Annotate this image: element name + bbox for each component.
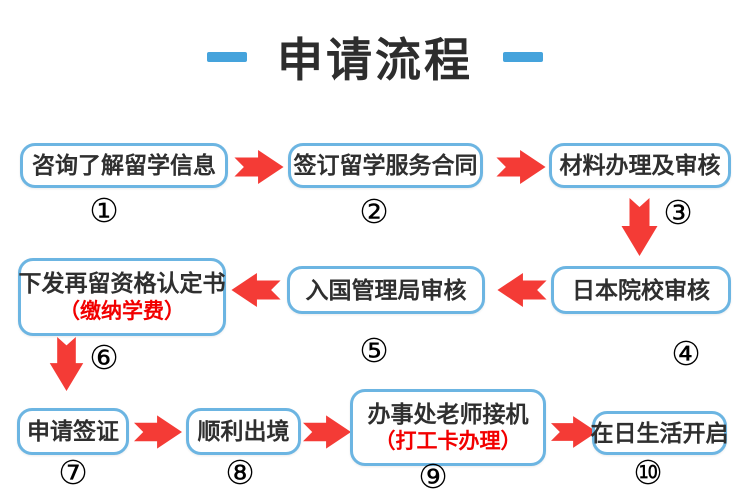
- step-box-10: 在日生活开启: [590, 411, 729, 455]
- arrow-right-icon: [234, 150, 284, 184]
- arrow-right-icon: [134, 415, 182, 449]
- title-right-dash: [503, 52, 543, 62]
- step-label-8: 顺利出境: [197, 418, 290, 445]
- step-label-1: 咨询了解留学信息: [32, 152, 216, 179]
- step-label-7: 申请签证: [27, 418, 119, 445]
- arrow-left-icon: [497, 273, 547, 307]
- step-label-5: 入国管理局审核: [305, 276, 467, 303]
- step-box-1: 咨询了解留学信息: [20, 143, 228, 188]
- step-box-8: 顺利出境: [186, 408, 301, 455]
- step-box-9: 办事处老师接机 （打工卡办理）: [350, 389, 546, 466]
- step-sublabel-6: （缴纳学费）: [59, 299, 185, 323]
- page-title: 申请流程: [0, 24, 750, 90]
- step-number-7: ⑦: [58, 453, 88, 492]
- arrow-left-icon: [231, 273, 281, 307]
- arrow-down-icon: [49, 337, 84, 391]
- step-number-4: ④: [671, 334, 701, 373]
- step-number-2: ②: [359, 192, 389, 231]
- step-number-3: ③: [663, 193, 693, 232]
- step-box-3: 材料办理及审核: [549, 143, 731, 188]
- step-number-1: ①: [89, 191, 119, 230]
- step-label-9: 办事处老师接机: [367, 400, 529, 427]
- step-number-9: ⑨: [418, 457, 448, 496]
- step-number-10: ⑩: [633, 453, 663, 492]
- arrow-down-icon: [621, 198, 658, 256]
- arrow-right-icon: [303, 415, 351, 449]
- step-box-5: 入国管理局审核: [287, 266, 485, 314]
- step-label-10: 在日生活开启: [590, 419, 729, 446]
- step-label-4: 日本院校审核: [572, 276, 710, 303]
- step-box-6: 下发再留资格认定书 （缴纳学费）: [18, 258, 226, 336]
- step-box-7: 申请签证: [17, 408, 129, 455]
- step-label-2: 签订留学服务合同: [293, 152, 478, 179]
- arrow-right-icon: [496, 150, 546, 184]
- arrow-right-icon: [551, 416, 597, 448]
- step-sublabel-9: （打工卡办理）: [374, 430, 522, 454]
- step-label-6: 下发再留资格认定书: [18, 270, 226, 296]
- title-text: 申请流程: [277, 34, 473, 86]
- title-left-dash: [207, 52, 247, 62]
- step-box-2: 签订留学服务合同: [288, 143, 483, 188]
- step-number-6: ⑥: [89, 338, 119, 377]
- step-number-5: ⑤: [359, 331, 389, 370]
- step-label-3: 材料办理及审核: [559, 152, 721, 179]
- step-number-8: ⑧: [225, 453, 255, 492]
- step-box-4: 日本院校审核: [551, 266, 731, 314]
